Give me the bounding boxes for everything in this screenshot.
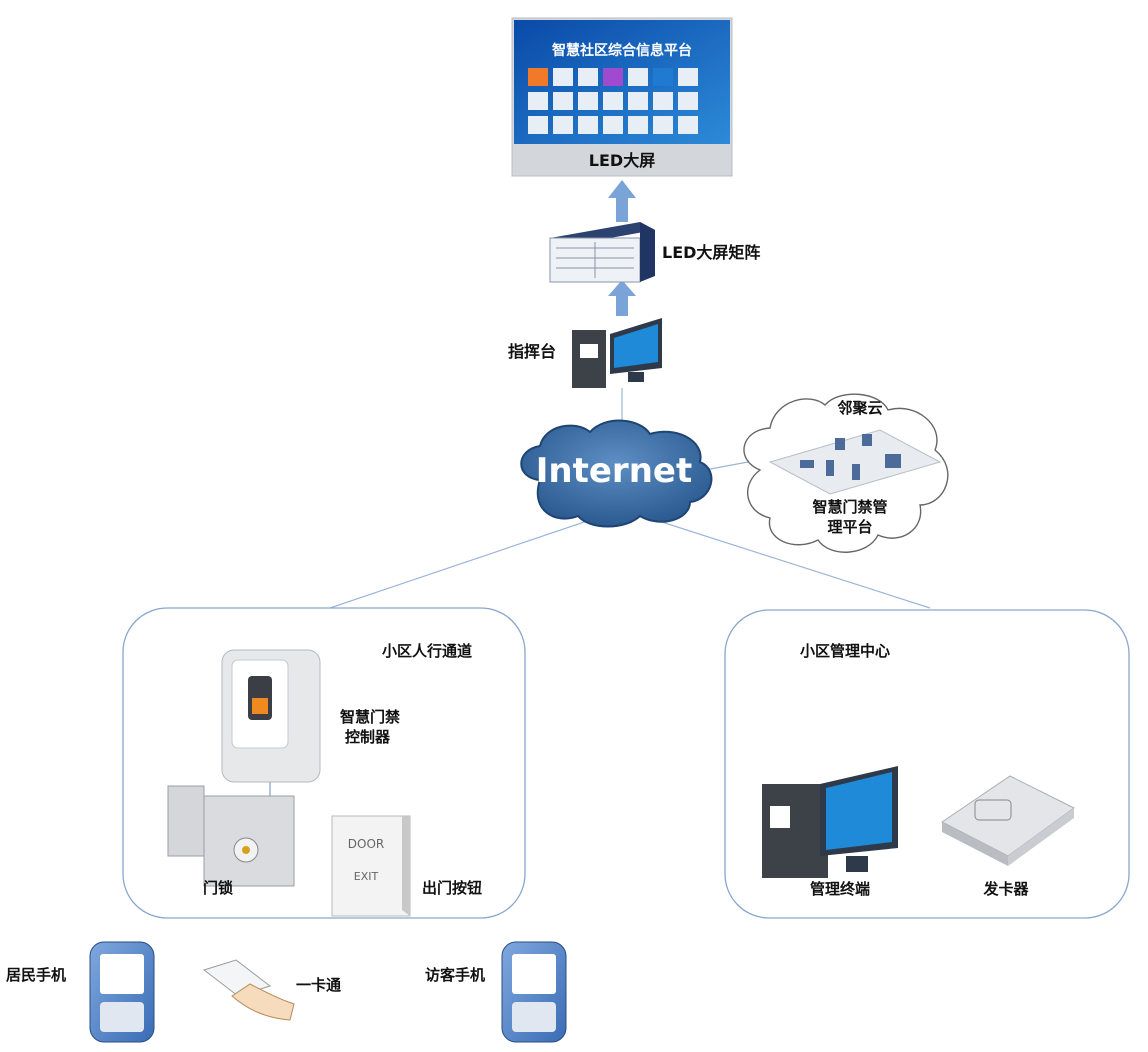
smart-card-icon bbox=[202, 959, 295, 1021]
exit-text: EXIT bbox=[354, 870, 379, 883]
up-arrow-icon bbox=[608, 180, 636, 222]
controller-line1: 智慧门禁 bbox=[340, 708, 400, 726]
led-matrix-rack: LED大屏矩阵 bbox=[549, 222, 760, 283]
lock-label: 门锁 bbox=[203, 879, 233, 897]
terminal-computer-icon bbox=[762, 766, 898, 878]
visitor-phone-label: 访客手机 bbox=[425, 966, 485, 984]
management-title: 小区管理中心 bbox=[800, 642, 890, 660]
passage-group: 小区人行通道 智慧门禁 控制器 门锁 DOOR EXIT 出门按钮 bbox=[122, 607, 526, 919]
matrix-label: LED大屏矩阵 bbox=[662, 243, 760, 262]
management-group: 小区管理中心 管理终端 发卡器 bbox=[724, 609, 1130, 919]
card-reader-icon bbox=[941, 775, 1075, 866]
internet-cloud: Internet bbox=[520, 419, 713, 528]
card-issuer-label: 发卡器 bbox=[982, 880, 1029, 898]
led-screen: 智慧社区综合信息平台 LED大屏 bbox=[511, 17, 733, 177]
server-icon bbox=[800, 434, 901, 480]
linju-cloud: 邻聚云 智慧门禁管 理平台 bbox=[743, 393, 949, 553]
console-computer-icon: 指挥台 bbox=[508, 318, 662, 388]
app-grid bbox=[528, 68, 698, 134]
platform-line1: 智慧门禁管 bbox=[812, 498, 887, 516]
led-screen-label: LED大屏 bbox=[589, 151, 655, 170]
screen-title: 智慧社区综合信息平台 bbox=[551, 42, 692, 59]
resident-phone-icon bbox=[89, 941, 155, 1043]
exit-button-label: 出门按钮 bbox=[422, 879, 482, 897]
door-lock-icon bbox=[167, 785, 295, 887]
platform-line2: 理平台 bbox=[827, 518, 872, 536]
up-arrow-icon bbox=[608, 280, 636, 316]
terminal-label: 管理终端 bbox=[810, 880, 870, 898]
access-controller-icon bbox=[221, 649, 321, 783]
card-label: 一卡通 bbox=[296, 976, 341, 994]
console-label: 指挥台 bbox=[508, 342, 556, 361]
exit-button-icon: DOOR EXIT bbox=[331, 815, 411, 917]
cloud-name: 邻聚云 bbox=[836, 399, 882, 417]
controller-line2: 控制器 bbox=[345, 728, 391, 746]
resident-phone-label: 居民手机 bbox=[6, 966, 66, 984]
passage-title: 小区人行通道 bbox=[382, 642, 472, 660]
internet-label: Internet bbox=[536, 451, 692, 491]
door-text: DOOR bbox=[348, 837, 384, 851]
visitor-phone-icon bbox=[501, 941, 567, 1043]
